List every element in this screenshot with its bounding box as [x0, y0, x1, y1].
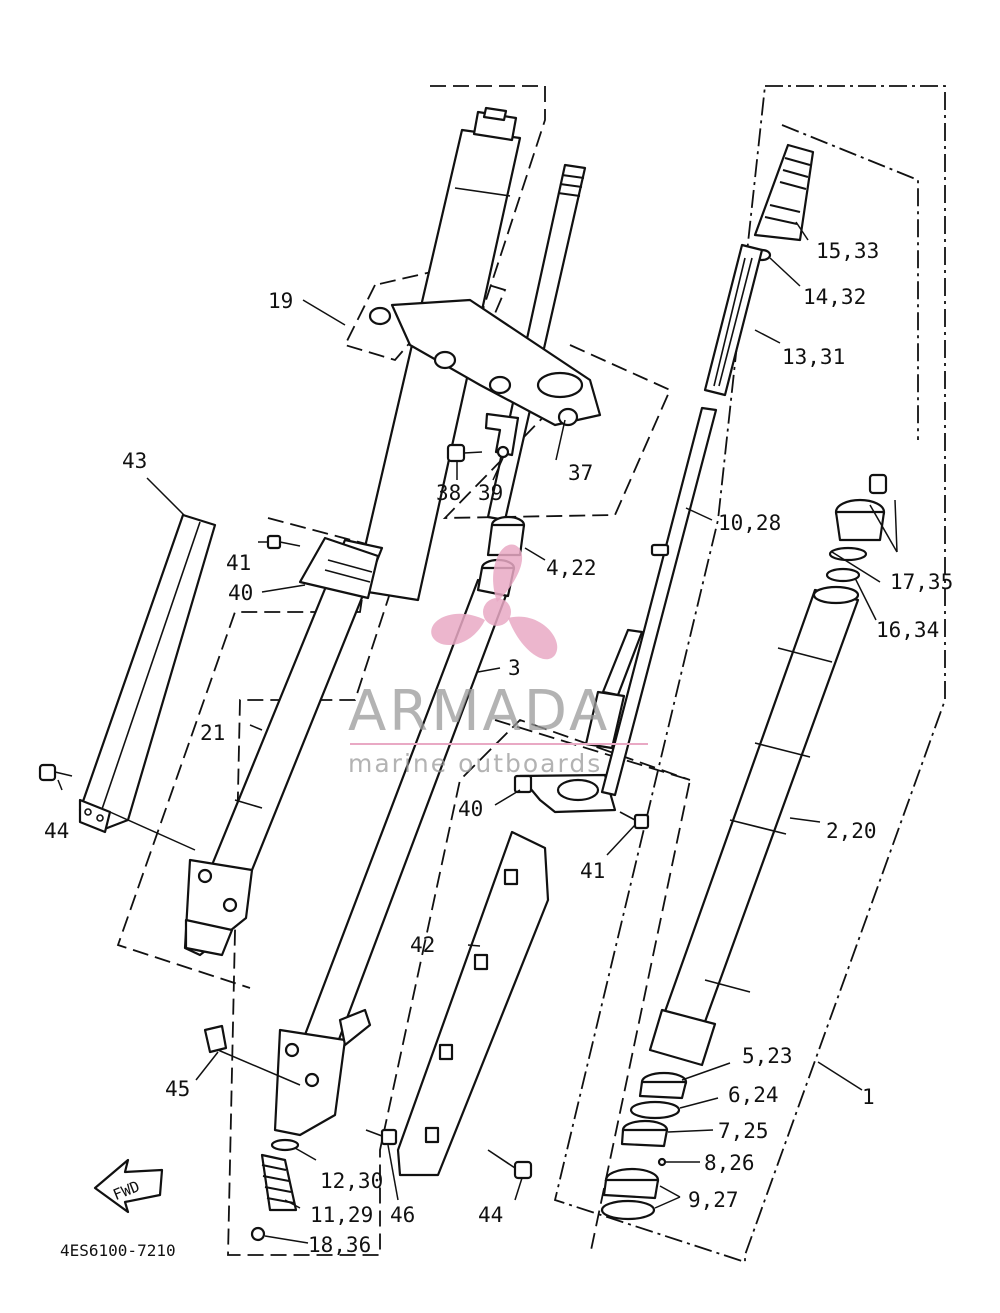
part-label-9: 9,27: [688, 1188, 739, 1212]
outer-tube-2-20: [648, 585, 860, 1067]
part-label-19: 19: [268, 289, 293, 313]
part-label-3: 3: [508, 656, 521, 680]
fork-guard-43: [78, 513, 217, 834]
part-label-10: 10,28: [718, 511, 781, 535]
part-label-44b: 44: [478, 1203, 503, 1227]
watermark-brand: ARMADA: [348, 679, 610, 744]
left-axle-bracket: [273, 1008, 372, 1137]
lower-bracket: [368, 298, 602, 427]
bolt-41a: [266, 534, 301, 550]
part-label-14: 14,32: [803, 285, 866, 309]
bolt-44b: [487, 1149, 533, 1180]
part-label-7: 7,25: [718, 1119, 769, 1143]
right-axle-bracket: [183, 858, 254, 957]
part-label-6: 6,24: [728, 1083, 779, 1107]
bolt-45: [203, 1024, 228, 1054]
bushing-5-23: [638, 1071, 688, 1100]
part-label-43: 43: [122, 449, 147, 473]
bolt-46: [365, 1128, 398, 1146]
part-label-13: 13,31: [782, 345, 845, 369]
part-label-38: 38: [436, 481, 461, 505]
right-leg-group-boundary: [116, 517, 372, 989]
part-label-2: 2,20: [826, 819, 877, 843]
part-label-12: 12,30: [320, 1169, 383, 1193]
lower-clamp-40b: [513, 773, 617, 814]
part-label-4: 4,22: [546, 556, 597, 580]
part-label-42: 42: [410, 933, 435, 957]
inner-tube-group-boundary: [553, 85, 946, 1264]
part-label-40b: 40: [458, 797, 483, 821]
outer-tube-group-boundary: [227, 85, 691, 1256]
damper-spring-15-33: [753, 143, 815, 242]
diagram-code: 4ES6100-7210: [60, 1241, 176, 1260]
washer-39: [496, 445, 510, 459]
fork-guard-42: [396, 830, 550, 1177]
washer-6-24: [629, 1100, 681, 1120]
damper-rod-10-28: [584, 406, 718, 797]
fwd-arrow-icon: FWD: [93, 1158, 164, 1214]
watermark: ARMADA marine outboards: [348, 544, 648, 778]
bolt-44a: [38, 763, 73, 782]
part-label-41b: 41: [580, 859, 605, 883]
part-label-39: 39: [478, 481, 503, 505]
part-label-5: 5,23: [742, 1044, 793, 1068]
part-label-46: 46: [390, 1203, 415, 1227]
dust-seal-9-27: [600, 1167, 660, 1221]
upper-clamp-40a: [298, 536, 380, 600]
part-label-11: 11,29: [310, 1203, 373, 1227]
spring-11-29: [260, 1153, 298, 1212]
washer-18-36: [250, 1226, 266, 1242]
clip-8-26: [657, 1157, 667, 1167]
propeller-logo-icon: [431, 544, 558, 660]
part-label-15: 15,33: [816, 239, 879, 263]
part-labels: 1 2,20 3 4,22 5,23 6,24 7,25 8,26 9,27 1…: [44, 239, 953, 1257]
part-label-18: 18,36: [308, 1233, 371, 1257]
bolt-38: [446, 443, 483, 463]
part-label-41a: 41: [226, 551, 251, 575]
bolt-41b: [619, 811, 650, 830]
cap-bolt-17-35: [834, 473, 888, 542]
part-label-8: 8,26: [704, 1151, 755, 1175]
steering-group-boundary: [442, 344, 672, 519]
watermark-tagline: marine outboards: [348, 749, 602, 778]
part-label-1: 1: [862, 1085, 875, 1109]
part-label-16: 16,34: [876, 618, 939, 642]
part-label-44a: 44: [44, 819, 69, 843]
oil-seal-7-25: [620, 1119, 669, 1148]
drain-gasket-12-30: [270, 1138, 300, 1152]
leader-lines: [57, 221, 898, 1244]
piston-rod-13-31: [703, 243, 764, 397]
bracket-clip: [484, 412, 520, 457]
part-label-37: 37: [568, 461, 593, 485]
damper-group-boundary: [781, 124, 919, 440]
part-label-21: 21: [200, 721, 225, 745]
part-label-40a: 40: [228, 581, 253, 605]
part-label-45: 45: [165, 1077, 190, 1101]
part-label-17: 17,35: [890, 570, 953, 594]
